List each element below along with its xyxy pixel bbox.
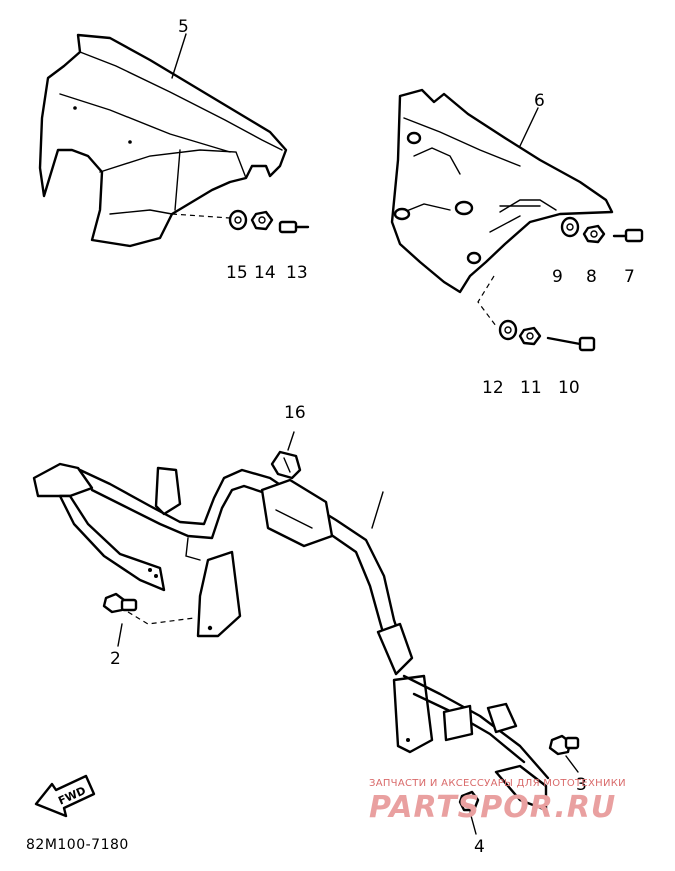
callout-8: 8 xyxy=(586,267,597,287)
callout-5: 5 xyxy=(178,17,189,37)
clip-part-16 xyxy=(270,431,302,480)
callout-13: 13 xyxy=(286,263,308,283)
callout-11: 11 xyxy=(520,378,542,398)
callout-6: 6 xyxy=(534,91,545,111)
fwd-arrow: FWD xyxy=(34,774,96,818)
watermark-tagline: ЗАПЧАСТИ И АКСЕССУАРЫ ДЛЯ МОТОТЕХНИКИ xyxy=(369,778,626,789)
callout-14: 14 xyxy=(254,263,276,283)
hardware-15-14-13 xyxy=(171,209,310,234)
callout-7: 7 xyxy=(624,267,635,287)
callout-10: 10 xyxy=(558,378,580,398)
hardware-12-11-10 xyxy=(477,275,596,352)
watermark-brand: PARTSPOR.RU xyxy=(369,790,617,825)
diagram-code: 82M100-7180 xyxy=(26,837,129,853)
callout-12: 12 xyxy=(482,378,504,398)
callout-15: 15 xyxy=(226,263,248,283)
callout-2: 2 xyxy=(110,649,121,669)
cover-part-5 xyxy=(38,33,288,248)
cover-part-6 xyxy=(390,88,614,294)
callout-16: 16 xyxy=(284,403,306,423)
callout-9: 9 xyxy=(552,267,563,287)
bolt-part-3 xyxy=(548,734,580,773)
hardware-9-8-7 xyxy=(560,216,644,244)
bolt-part-2 xyxy=(102,592,138,647)
frame-stay xyxy=(32,462,550,812)
callout-3: 3 xyxy=(576,775,587,795)
callout-4: 4 xyxy=(474,837,485,857)
nut-part-4 xyxy=(458,790,480,835)
